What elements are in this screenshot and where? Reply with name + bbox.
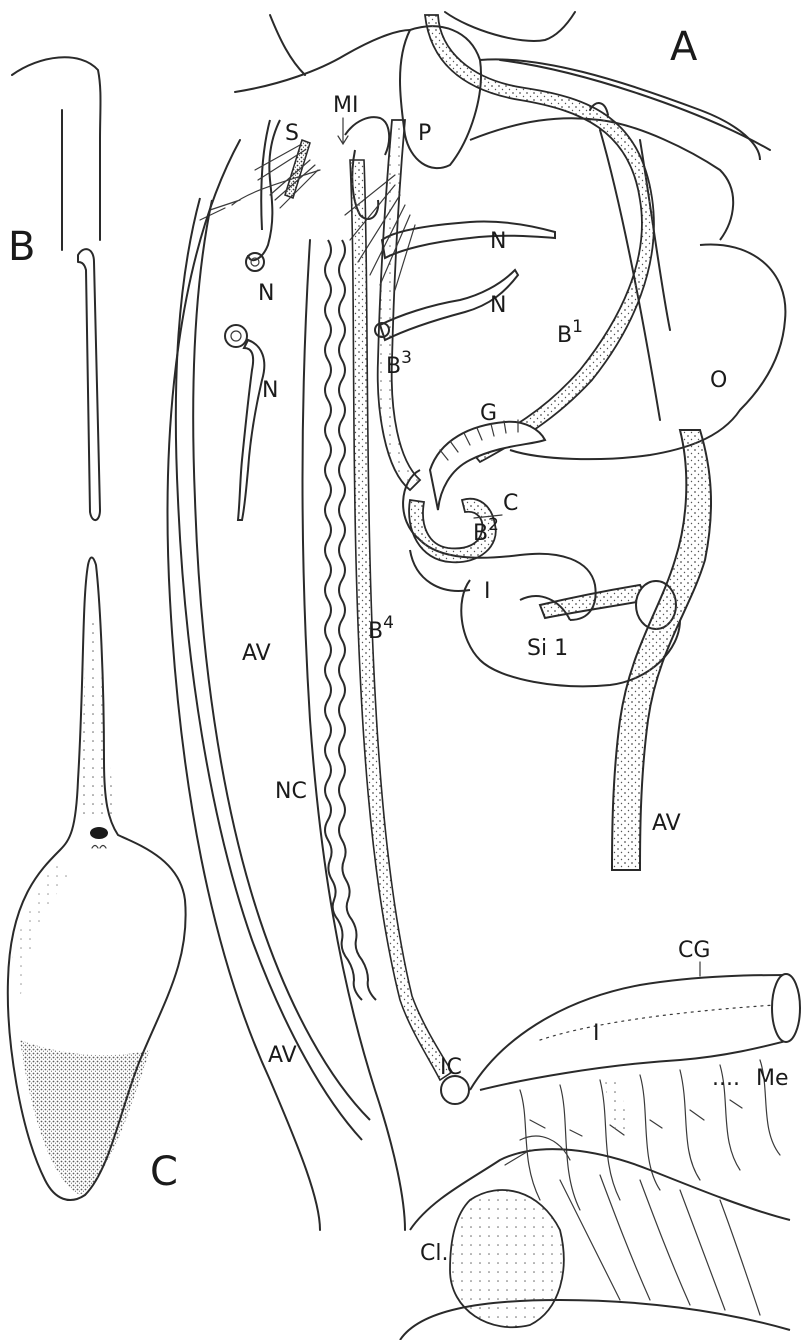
panel-label-c: C — [150, 1149, 178, 1195]
label-s: S — [285, 121, 299, 146]
label-ic: IC — [440, 1055, 462, 1080]
label-o: O — [710, 368, 727, 393]
label-i-lower: I — [593, 1021, 600, 1046]
label-n-1: N — [258, 281, 274, 306]
panel-label-b: B — [8, 224, 35, 270]
label-n-4: N — [262, 378, 278, 403]
label-n-2: N — [490, 229, 506, 254]
label-av-right: AV — [652, 811, 681, 836]
mi-arrow — [338, 118, 348, 144]
label-p: P — [418, 121, 431, 146]
figure-b-spicules — [12, 57, 101, 520]
figure-c-organ — [8, 558, 186, 1201]
label-g: G — [480, 401, 497, 426]
label-av-left-upper: AV — [242, 641, 271, 666]
label-cg: CG — [678, 938, 710, 963]
label-b1: B1 — [557, 317, 583, 348]
label-si1: Si 1 — [527, 636, 568, 661]
label-me: Me — [756, 1066, 789, 1091]
figure-a-dissection — [168, 12, 800, 1340]
label-me-dots: .... — [712, 1066, 740, 1091]
label-nc: NC — [275, 779, 307, 804]
label-av-left-lower: AV — [268, 1043, 297, 1068]
label-mi: MI — [333, 93, 358, 118]
label-c: C — [503, 491, 518, 516]
label-i-upper: I — [484, 579, 491, 604]
label-cl: Cl. — [420, 1241, 448, 1266]
label-n-3: N — [490, 293, 506, 318]
panel-label-a: A — [670, 24, 698, 70]
